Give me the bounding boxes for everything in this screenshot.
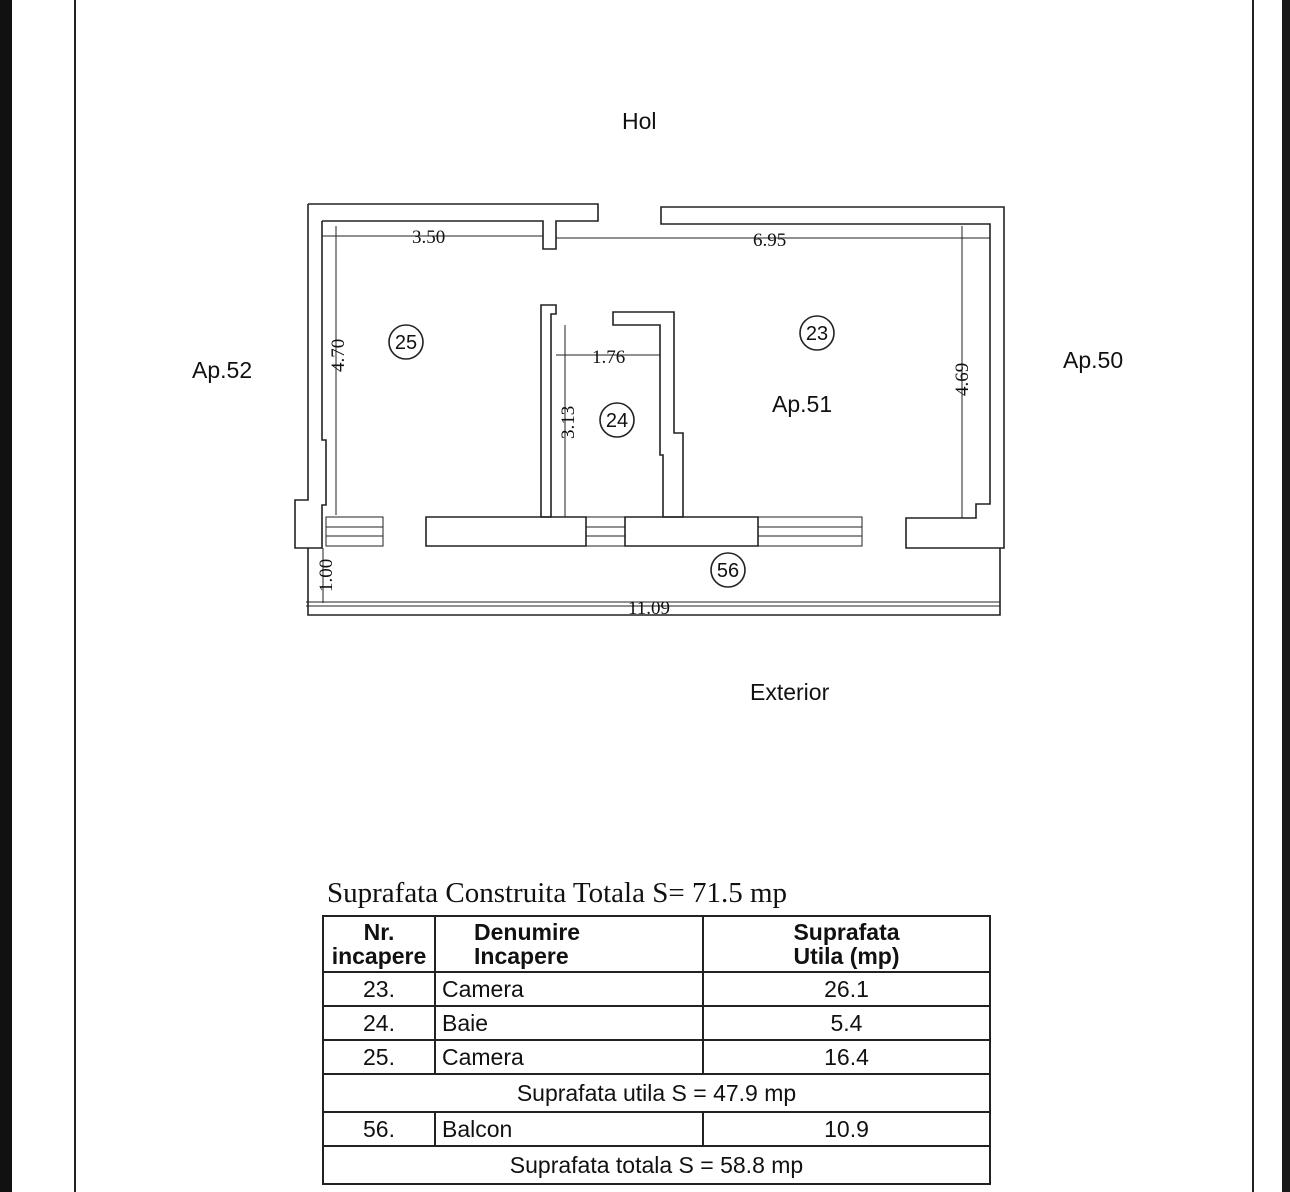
wall-bottom-a: [425, 516, 587, 547]
row-name: Baie: [434, 1005, 704, 1041]
wall-left: [294, 204, 327, 549]
ap-center-label: Ap.51: [772, 391, 832, 417]
table-header-row: Nr. incapere Denumire Incapere Suprafata…: [322, 915, 991, 973]
ap-right-label: Ap.50: [1063, 347, 1123, 373]
dim-top-left: 3.50: [412, 227, 445, 248]
dim-bath-width: 1.76: [592, 347, 625, 368]
row-name: Camera: [434, 971, 704, 1007]
scan-edge-left: [0, 0, 12, 1192]
row-name: Balcon: [434, 1111, 704, 1147]
dim-balcony-depth: 1.00: [316, 559, 337, 592]
svg-text:56: 56: [717, 560, 739, 582]
scan-edge-right: [1282, 0, 1290, 1192]
svg-text:24: 24: [606, 410, 628, 432]
exterior-label: Exterior: [750, 679, 830, 705]
page-border-left: [74, 0, 76, 1192]
dim-bath-height: 3.13: [558, 406, 579, 439]
wall-top-left: [308, 203, 599, 250]
table-row: 23. Camera 26.1: [322, 971, 991, 1007]
useful-total-row: Suprafata utila S = 47.9 mp: [322, 1073, 991, 1113]
useful-total: Suprafata utila S = 47.9 mp: [322, 1073, 991, 1113]
room-marker-56: 56: [710, 552, 746, 588]
room-marker-23: 23: [799, 315, 835, 351]
window-right: [757, 516, 863, 547]
row-nr: 25.: [322, 1039, 436, 1075]
row-nr: 23.: [322, 971, 436, 1007]
row-area: 10.9: [702, 1111, 991, 1147]
hol-label: Hol: [622, 108, 657, 134]
wall-bottom-b: [624, 516, 759, 547]
row-area: 26.1: [702, 971, 991, 1007]
window-left: [325, 516, 384, 547]
header-area: Suprafata Utila (mp): [702, 915, 991, 973]
ap-left-label: Ap.52: [192, 357, 252, 383]
table-title: Suprafata Construita Totala S= 71.5 mp: [327, 877, 788, 909]
row-name: Camera: [434, 1039, 704, 1075]
wall-top-right: [660, 206, 1005, 549]
row-nr: 24.: [322, 1005, 436, 1041]
floor-plan: Hol Exterior Ap.52 Ap.50 Ap.51 3.50 6.95…: [192, 108, 1123, 705]
wall-bath-left: [540, 304, 557, 518]
room-marker-24: 24: [599, 402, 635, 438]
dim-right-height: 4.69: [952, 363, 973, 396]
grand-total: Suprafata totala S = 58.8 mp: [322, 1145, 991, 1185]
dim-top-right: 6.95: [753, 230, 786, 251]
page-border-right: [1252, 0, 1254, 1192]
table-row: 56. Balcon 10.9: [322, 1111, 991, 1147]
row-area: 5.4: [702, 1005, 991, 1041]
row-area: 16.4: [702, 1039, 991, 1075]
dim-total-width: 11.09: [628, 598, 670, 619]
grand-total-row: Suprafata totala S = 58.8 mp: [322, 1145, 991, 1185]
dim-left-height: 4.70: [328, 339, 349, 372]
header-name: Denumire Incapere: [434, 915, 704, 973]
table-row: 25. Camera 16.4: [322, 1039, 991, 1075]
row-nr: 56.: [322, 1111, 436, 1147]
room-marker-25: 25: [388, 324, 424, 360]
table-row: 24. Baie 5.4: [322, 1005, 991, 1041]
svg-text:23: 23: [806, 323, 828, 345]
rooms-table: Nr. incapere Denumire Incapere Suprafata…: [322, 915, 991, 1185]
header-nr: Nr. incapere: [322, 915, 436, 973]
window-bath: [585, 516, 626, 547]
svg-text:25: 25: [395, 332, 417, 354]
balcony-outline: [307, 548, 1001, 616]
